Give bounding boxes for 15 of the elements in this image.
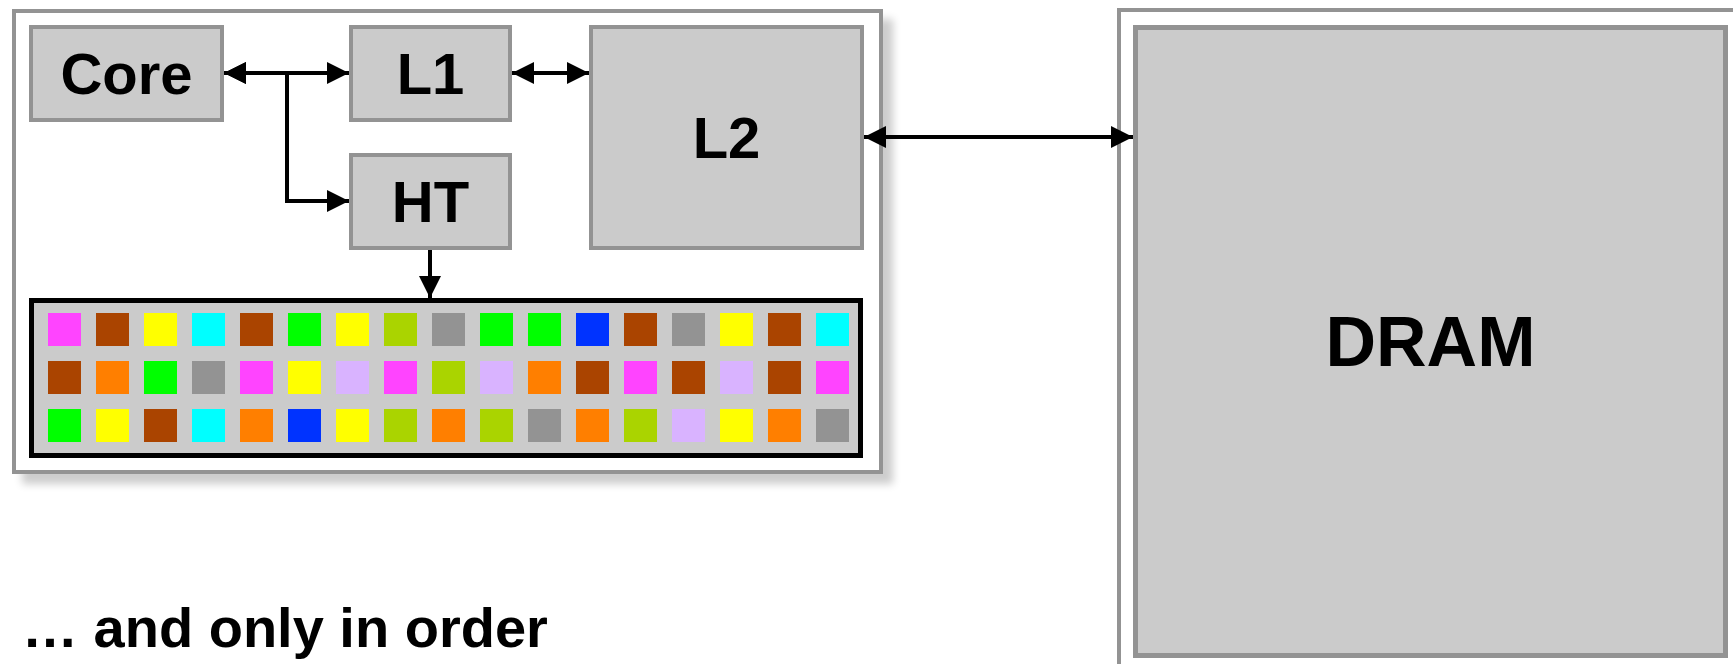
memory-box [1117, 8, 1733, 664]
arrow [224, 62, 349, 212]
block-box [29, 25, 224, 122]
arrow [864, 126, 1133, 148]
arrow [419, 250, 441, 298]
chip-box [12, 9, 883, 474]
block-label: DRAM [1325, 306, 1536, 377]
block-box [589, 25, 864, 250]
block-label: Core [60, 44, 193, 103]
block-label: L1 [396, 44, 465, 103]
block-box [349, 153, 512, 250]
arrow [512, 62, 589, 84]
block-label: HT [391, 172, 470, 231]
block-box [349, 25, 512, 122]
block-label: L2 [692, 108, 761, 167]
